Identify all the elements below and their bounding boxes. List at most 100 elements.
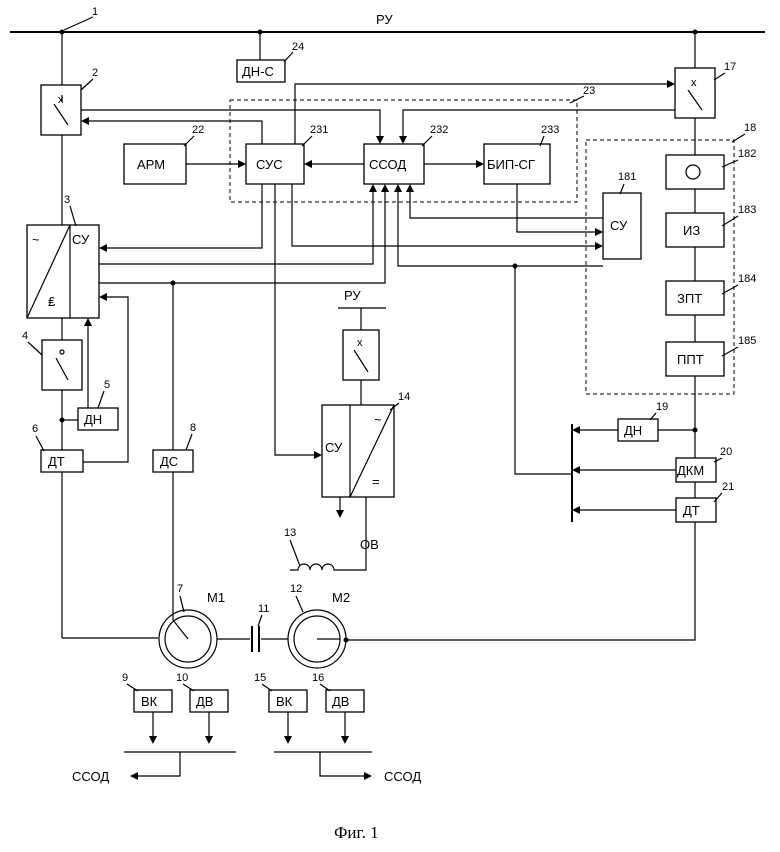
arrow-sus-to-conv3-a — [99, 244, 107, 252]
num-184: 184 — [738, 273, 756, 285]
output-left-label: ССОД — [72, 769, 109, 784]
breaker-17-x: x — [691, 77, 697, 89]
wire-sus-to-breaker2 — [87, 121, 262, 144]
leader-11 — [258, 615, 262, 626]
motor-m1-pointer — [173, 620, 188, 639]
num-1: 1 — [92, 6, 98, 18]
block-dn-s-label: ДН-С — [242, 64, 274, 79]
wire-collector-right-out — [320, 752, 366, 776]
leader-232 — [422, 136, 432, 146]
field-winding-label: ОВ — [360, 537, 379, 552]
num-3: 3 — [64, 194, 70, 206]
wire-sus-to-su181 — [292, 184, 597, 246]
converter-3-ac: ~ — [32, 232, 40, 247]
num-9: 9 — [122, 672, 128, 684]
num-7: 7 — [177, 583, 183, 595]
wire-conv14-out-right — [346, 497, 366, 570]
converter-14-su: СУ — [325, 440, 343, 455]
num-24: 24 — [292, 41, 304, 53]
leader-17 — [714, 73, 725, 80]
num-6: 6 — [32, 423, 38, 435]
arrow-vk9-down — [149, 736, 157, 744]
converter-14-ac: ~ — [374, 412, 382, 427]
num-2: 2 — [92, 67, 98, 79]
output-right-label: ССОД — [384, 769, 421, 784]
num-181: 181 — [618, 171, 636, 183]
num-10: 10 — [176, 672, 188, 684]
block-ppt-label: ППТ — [677, 352, 704, 367]
num-23: 23 — [583, 85, 595, 97]
num-232: 232 — [430, 124, 448, 136]
block-iz-label: ИЗ — [683, 223, 700, 238]
wire-sus-to-breaker17 — [295, 84, 669, 144]
leader-6 — [36, 436, 44, 451]
arrow-sensors-to-ssod — [394, 184, 402, 192]
breaker-2-x: x — [58, 94, 64, 106]
field-winding-coil — [290, 564, 346, 570]
leader-7 — [180, 596, 184, 612]
num-19: 19 — [656, 401, 668, 413]
block-arm-label: АРМ — [137, 157, 165, 172]
num-182: 182 — [738, 148, 756, 160]
leader-13 — [290, 540, 300, 566]
leader-12 — [296, 596, 303, 612]
arrow-dn5-up — [84, 318, 92, 326]
num-16: 16 — [312, 672, 324, 684]
leader-16 — [320, 684, 330, 691]
block-dkm20-label: ДКМ — [677, 463, 704, 478]
block-ssod-label: ССОД — [369, 157, 406, 172]
block-sus-label: СУС — [256, 157, 283, 172]
arrow-collector-left-out — [130, 772, 138, 780]
wire-bip-to-su181 — [517, 184, 597, 232]
arrow-breaker2-to-ssod — [376, 136, 384, 144]
converter-3-su: СУ — [72, 232, 90, 247]
breaker-4 — [42, 340, 82, 390]
num-21: 21 — [722, 481, 734, 493]
arrow-dt21-to-bus — [572, 506, 580, 514]
converter-14-dc: = — [372, 474, 380, 489]
leader-15 — [262, 684, 272, 691]
wire-sensor-bus-up — [515, 266, 572, 474]
wire-sus-to-conv14 — [275, 184, 316, 455]
leader-10 — [183, 684, 194, 691]
arrow-dn19-to-bus — [572, 426, 580, 434]
arrow-su181-to-ssod-a — [406, 184, 414, 192]
block-dv10-label: ДВ — [196, 694, 213, 709]
leader-1 — [64, 17, 93, 30]
arrow-ssod-to-sus — [304, 160, 312, 168]
num-14: 14 — [398, 391, 410, 403]
breaker-conv14-x: x — [357, 337, 363, 349]
arrow-sus-to-conv14 — [314, 451, 322, 459]
leader-24 — [284, 52, 293, 62]
num-20: 20 — [720, 446, 732, 458]
converter-3-dc: ₤ — [48, 294, 56, 309]
leader-2 — [81, 79, 93, 90]
wire-su181-to-ssod-a — [410, 190, 603, 218]
leader-22 — [184, 136, 194, 146]
arrow-ds8-to-ssod — [381, 184, 389, 192]
arrow-dv16-down — [341, 736, 349, 744]
arrow-sus-to-breaker17 — [667, 80, 675, 88]
block-dt6-label: ДТ — [48, 454, 65, 469]
leader-23 — [570, 96, 584, 103]
node-m2-right — [344, 638, 349, 643]
num-185: 185 — [738, 335, 756, 347]
num-15: 15 — [254, 672, 266, 684]
motor-m1-label: М1 — [207, 590, 225, 605]
num-17: 17 — [724, 61, 736, 73]
arrow-vk15-down — [284, 736, 292, 744]
num-231: 231 — [310, 124, 328, 136]
block-dt21-label: ДТ — [683, 503, 700, 518]
block-zpt-label: ЗПТ — [677, 291, 702, 306]
leader-18 — [732, 134, 745, 142]
wire-conv3-to-ssod-a — [99, 190, 373, 264]
block-vk15-label: ВК — [276, 694, 293, 709]
arrow-sus-to-breaker2 — [81, 117, 89, 125]
leader-9 — [127, 684, 138, 691]
block-ds8-label: ДС — [160, 454, 178, 469]
figure-caption: Фиг. 1 — [334, 823, 379, 842]
arrow-conv14-out — [336, 510, 344, 518]
num-233: 233 — [541, 124, 559, 136]
leader-3 — [70, 206, 76, 226]
arrow-sus-to-su181 — [595, 242, 603, 250]
